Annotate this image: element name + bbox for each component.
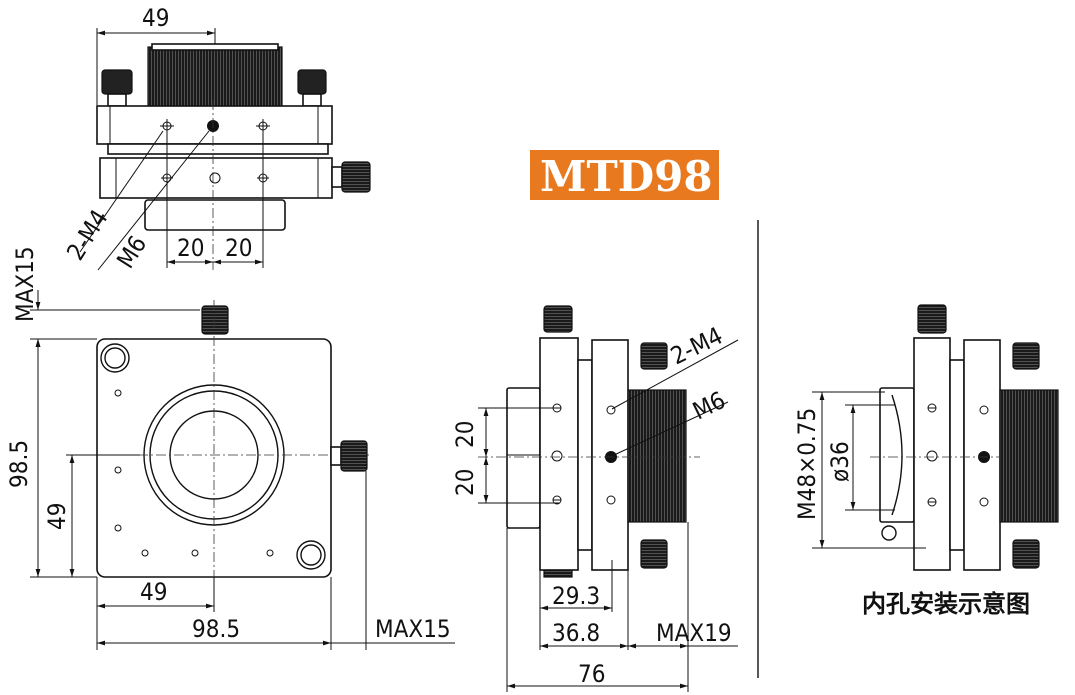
top-spacing-left: 20 — [177, 234, 204, 262]
section-front-plate — [913, 337, 951, 571]
top-width-dim: 49 — [142, 4, 169, 32]
side-overall: 76 — [578, 660, 605, 688]
front-side-clearance: MAX15 — [375, 615, 451, 643]
side-dim-b: 36.8 — [552, 619, 600, 647]
front-view: MAX15 98.5 49 49 98.5 MAX15 — [5, 246, 455, 650]
side-spacing-lower: 20 — [451, 469, 479, 496]
side-hole-label-m6: M6 — [688, 386, 729, 425]
front-center-height: 49 — [43, 503, 71, 530]
top-rear-plate — [99, 157, 333, 199]
section-caption: 内孔安装示意图 — [862, 590, 1030, 618]
top-spacing-right: 20 — [225, 234, 252, 262]
section-bore: ø36 — [826, 441, 854, 482]
section-thread: M48×0.75 — [793, 408, 821, 520]
top-lower-boss — [144, 199, 286, 231]
top-view: 49 — [61, 4, 371, 273]
side-spacing-upper: 20 — [451, 421, 479, 448]
side-view: 2-M4 M6 20 20 29.3 36.8 MAX19 76 — [451, 305, 739, 692]
front-top-clearance: MAX15 — [11, 246, 39, 322]
front-height: 98.5 — [5, 440, 33, 488]
side-dim-c: MAX19 — [656, 619, 732, 647]
side-knob — [627, 389, 687, 523]
section-view: M48×0.75 ø36 内孔安装示意图 — [793, 304, 1059, 618]
top-hole-label-m6: M6 — [111, 231, 152, 273]
side-dim-a: 29.3 — [552, 582, 600, 610]
top-knob — [147, 46, 283, 110]
front-width: 98.5 — [192, 615, 240, 643]
model-title: MTD98 — [540, 152, 713, 201]
title-badge: MTD98 — [530, 150, 719, 201]
side-front-plate — [539, 337, 579, 571]
front-center-width: 49 — [140, 578, 167, 606]
